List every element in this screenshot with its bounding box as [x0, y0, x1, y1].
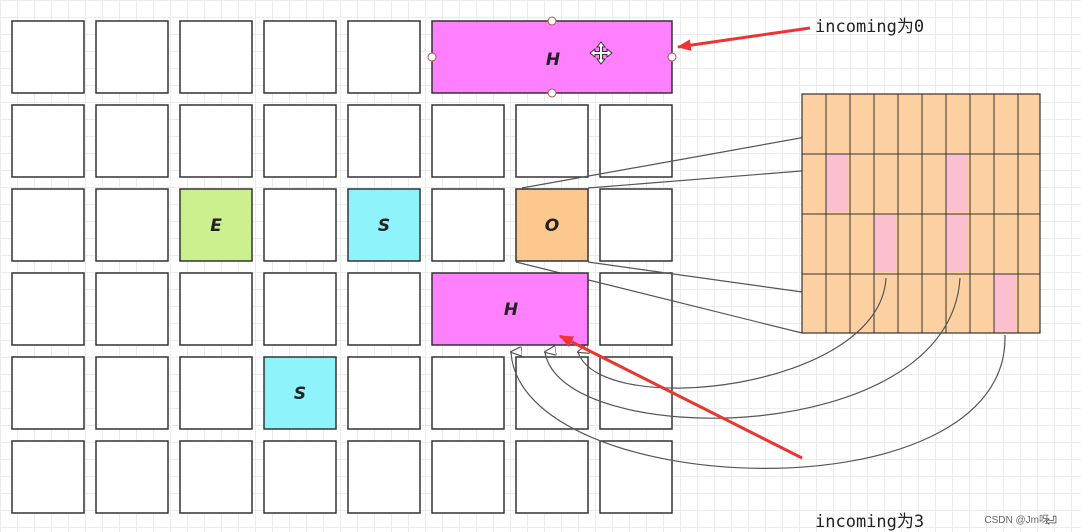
- grid-cell[interactable]: [11, 356, 85, 430]
- grid-cell[interactable]: [515, 104, 589, 178]
- grid-cell[interactable]: [431, 188, 505, 262]
- memory-highlight: [826, 154, 848, 212]
- node-h-top[interactable]: H: [431, 20, 673, 94]
- grid-cell[interactable]: [263, 20, 337, 94]
- grid-cell[interactable]: [263, 104, 337, 178]
- grid-cell[interactable]: [179, 356, 253, 430]
- grid-cell[interactable]: [11, 104, 85, 178]
- node-o[interactable]: O: [515, 188, 589, 262]
- memory-highlight: [946, 154, 968, 212]
- node-h-middle[interactable]: H: [431, 272, 589, 346]
- reference-curve: [545, 277, 961, 419]
- grid-cell[interactable]: [599, 272, 673, 346]
- node-s-bottom-box: [263, 356, 337, 430]
- grid-cell[interactable]: [347, 20, 421, 94]
- node-h-middle-box: [431, 272, 589, 346]
- node-o-box: [515, 188, 589, 262]
- reference-curve: [511, 334, 1006, 469]
- grid-cell[interactable]: [263, 272, 337, 346]
- grid-cell[interactable]: [95, 104, 169, 178]
- grid-cell[interactable]: [95, 188, 169, 262]
- selection-handles[interactable]: [427, 16, 677, 98]
- move-icon: [589, 41, 613, 65]
- reference-curves: [511, 277, 1006, 469]
- grid-cell[interactable]: [347, 440, 421, 514]
- grid-cell[interactable]: [11, 440, 85, 514]
- grid-cell[interactable]: [431, 104, 505, 178]
- node-h-top-box: [431, 20, 673, 94]
- memory-highlight: [994, 274, 1016, 332]
- grid-cell[interactable]: [179, 440, 253, 514]
- resize-handle-right[interactable]: [667, 52, 677, 62]
- grid-cell[interactable]: [515, 440, 589, 514]
- memory-highlight: [874, 214, 896, 272]
- red-arrow-incoming-0: [676, 26, 811, 51]
- grid-cell[interactable]: [599, 356, 673, 430]
- memory-grid-lines: [802, 94, 1040, 333]
- grid-cell[interactable]: [347, 356, 421, 430]
- enter-icon: ⏎: [1045, 514, 1057, 530]
- grid-cell[interactable]: [347, 104, 421, 178]
- incoming-three-label: incoming为3: [815, 512, 925, 532]
- incoming-zero-label: incoming为0: [815, 17, 925, 37]
- red-arrow-incoming-3: [558, 334, 803, 460]
- grid-cell[interactable]: [11, 272, 85, 346]
- node-label: H: [546, 50, 560, 70]
- node-label: H: [504, 300, 518, 320]
- grid-cell[interactable]: [263, 188, 337, 262]
- grid-cell[interactable]: [599, 104, 673, 178]
- grid-cell[interactable]: [599, 188, 673, 262]
- grid-cell[interactable]: [95, 356, 169, 430]
- node-label: S: [294, 384, 306, 404]
- watermark: CSDN @Jm呀: [984, 515, 1049, 526]
- grid-cell[interactable]: [95, 440, 169, 514]
- grid-cell[interactable]: [431, 440, 505, 514]
- node-s-middle-box: [347, 188, 421, 262]
- node-e-box: [179, 188, 253, 262]
- reference-curve: [578, 277, 887, 389]
- node-label: S: [378, 216, 390, 236]
- grid-cell[interactable]: [263, 440, 337, 514]
- grid-cell[interactable]: [179, 20, 253, 94]
- node-e[interactable]: E: [179, 188, 253, 262]
- grid-cell[interactable]: [95, 20, 169, 94]
- node-s-bottom[interactable]: S: [263, 356, 337, 430]
- connector-line: [587, 261, 803, 293]
- resize-handle-left[interactable]: [427, 52, 437, 62]
- grid-cell[interactable]: [431, 356, 505, 430]
- grid-cell[interactable]: [11, 20, 85, 94]
- resize-handle-bottom[interactable]: [547, 88, 557, 98]
- grid-cell[interactable]: [179, 104, 253, 178]
- grid-cell[interactable]: [95, 272, 169, 346]
- grid-cells: [11, 20, 673, 514]
- memory-highlight: [946, 214, 968, 272]
- node-s-middle[interactable]: S: [347, 188, 421, 262]
- node-label: O: [545, 216, 559, 236]
- grid-cell[interactable]: [11, 188, 85, 262]
- grid-cell[interactable]: [347, 272, 421, 346]
- node-label: E: [210, 216, 222, 236]
- grid-cell[interactable]: [179, 272, 253, 346]
- resize-handle-top[interactable]: [547, 16, 557, 26]
- memory-block: [801, 93, 1041, 334]
